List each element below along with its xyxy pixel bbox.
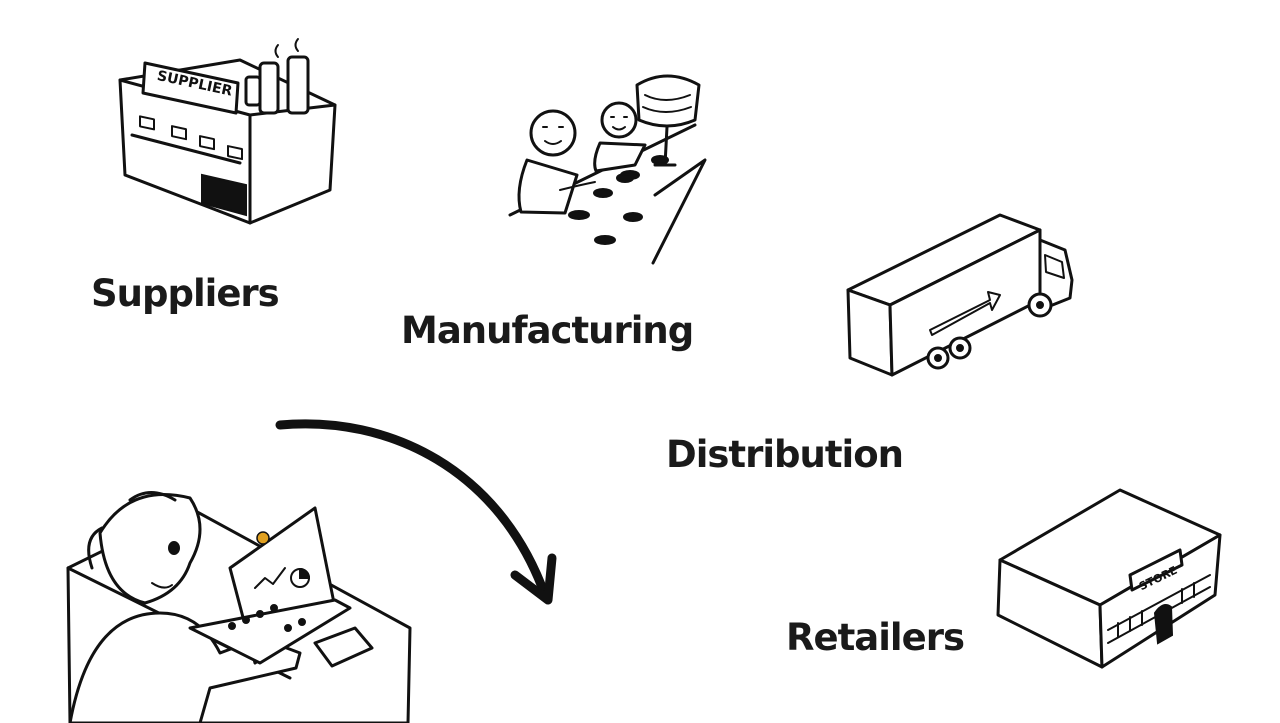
manufacturing-label: Manufacturing <box>401 312 693 349</box>
suppliers-label: Suppliers <box>91 275 279 312</box>
retailers-label: Retailers <box>786 619 964 656</box>
delivery-truck-icon <box>840 210 1080 385</box>
curved-arrow-icon <box>270 410 570 610</box>
distribution-label: Distribution <box>666 436 903 473</box>
assembly-line-icon <box>505 65 720 270</box>
supplier-factory-icon: SUPPLIER <box>110 35 350 230</box>
store-building-icon: STORE <box>990 485 1230 670</box>
